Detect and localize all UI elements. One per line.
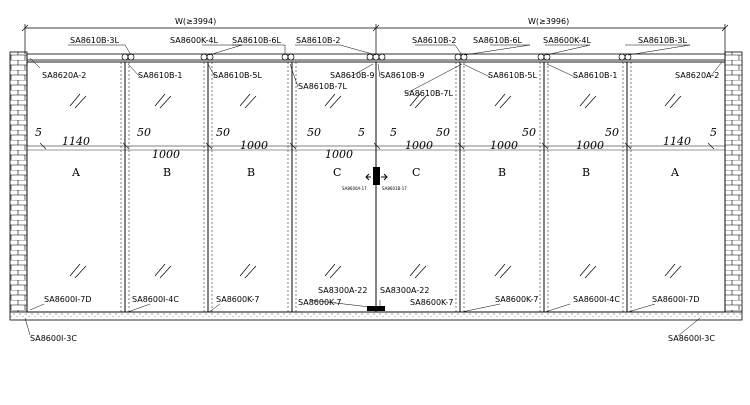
part-rail-left-b7l: SA8610B-7L (298, 82, 348, 91)
dim-width-b-3: 1000 (490, 139, 518, 152)
leader-lines (24, 44, 723, 337)
dim-width-b-2: 1000 (240, 139, 268, 152)
panel-frame-8 (626, 61, 726, 313)
center-floor-guide (367, 306, 385, 311)
lock-label-right: SA8601B-17 (382, 186, 407, 191)
part-rail-right-b9: SA8610B-9 (380, 71, 425, 80)
part-floor-right-3c: SA8600I-3C (668, 334, 715, 343)
part-rail-left-b5l: SA8610B-5L (213, 71, 263, 80)
part-top-left-k4l: SA8600K-4L (170, 36, 218, 45)
part-bottom-center-k7-right: SA8600K-7 (410, 298, 453, 307)
right-wall (724, 51, 743, 313)
panel-label-1: A (71, 166, 81, 179)
part-rail-right-b7l: SA8610B-7L (404, 89, 454, 98)
panel-frame-1 (26, 61, 126, 313)
dim-overlap-6: 50 (605, 126, 619, 139)
panel-label-7: B (582, 166, 590, 179)
dim-width-c-right: 1000 (405, 139, 433, 152)
dim-overlap-1: 50 (137, 126, 151, 139)
lock-label-left: SA8600A-17 (342, 186, 367, 191)
part-top-left-b2: SA8610B-2 (296, 36, 341, 45)
glass-reflection-marks (69, 93, 682, 279)
part-rail-right-b1: SA8610B-1 (573, 71, 618, 80)
dim-width-a-left: 1140 (62, 135, 90, 148)
part-rail-left-b9: SA8610B-9 (330, 71, 375, 80)
dim-overlap-3: 50 (307, 126, 321, 139)
part-bottom-center-a22-left: SA8300A-22 (318, 286, 367, 295)
left-wall (9, 51, 28, 313)
part-bottom-left-4c: SA8600I-4C (132, 295, 179, 304)
overlap-lines (120, 62, 632, 312)
dim-gap-center-right: 5 (390, 126, 397, 139)
part-bottom-left-7d: SA8600I-7D (44, 295, 92, 304)
part-top-left-b3l: SA8610B-3L (70, 36, 120, 45)
panel-label-3: B (247, 166, 255, 179)
overall-dimension-lines (21, 24, 729, 54)
part-top-right-b2: SA8610B-2 (412, 36, 457, 45)
part-top-right-k4l: SA8600K-4L (543, 36, 591, 45)
panel-frame-3 (207, 61, 293, 313)
center-lock (365, 167, 388, 185)
part-top-right-b6l: SA8610B-6L (473, 36, 523, 45)
dim-width-b-1: 1000 (152, 148, 180, 161)
part-floor-left-3c: SA8600I-3C (30, 334, 77, 343)
dim-width-a-right: 1140 (663, 135, 691, 148)
part-top-left-b6l: SA8610B-6L (232, 36, 282, 45)
door-panels (26, 61, 726, 313)
dim-overlap-4: 50 (436, 126, 450, 139)
panel-frame-6 (459, 61, 545, 313)
dim-gap-left: 5 (35, 126, 42, 139)
part-rail-right-a2: SA8620A-2 (675, 71, 719, 80)
panel-label-8: A (670, 166, 680, 179)
panel-label-4: C (333, 166, 341, 179)
dim-width-b-4: 1000 (576, 139, 604, 152)
part-bottom-left-k7: SA8600K-7 (216, 295, 259, 304)
floor-slab (9, 311, 743, 321)
part-top-right-b3l: SA8610B-3L (638, 36, 688, 45)
panel-label-6: B (498, 166, 506, 179)
dim-width-c-left: 1000 (325, 148, 353, 161)
part-rail-left-b1: SA8610B-1 (138, 71, 183, 80)
dim-gap-center-left: 5 (358, 126, 365, 139)
dimension-total-right: W(≥3996) (528, 17, 569, 26)
panel-label-5: C (412, 166, 420, 179)
dim-overlap-5: 50 (522, 126, 536, 139)
roller-hardware (121, 53, 632, 61)
part-rail-right-b5l: SA8610B-5L (488, 71, 538, 80)
dimension-total-left: W(≥3994) (175, 17, 216, 26)
part-bottom-center-k7-left: SA8600K-7 (298, 298, 341, 307)
part-bottom-center-a22-right: SA8300A-22 (380, 286, 429, 295)
part-bottom-right-4c: SA8600I-4C (573, 295, 620, 304)
panel-label-2: B (163, 166, 171, 179)
panel-frame-2 (124, 61, 209, 313)
dim-overlap-2: 50 (216, 126, 230, 139)
part-rail-left-a2: SA8620A-2 (42, 71, 86, 80)
dim-gap-right: 5 (710, 126, 717, 139)
part-bottom-right-k7: SA8600K-7 (495, 295, 538, 304)
panel-dimension-line (27, 142, 725, 151)
part-bottom-right-7d: SA8600I-7D (652, 295, 700, 304)
